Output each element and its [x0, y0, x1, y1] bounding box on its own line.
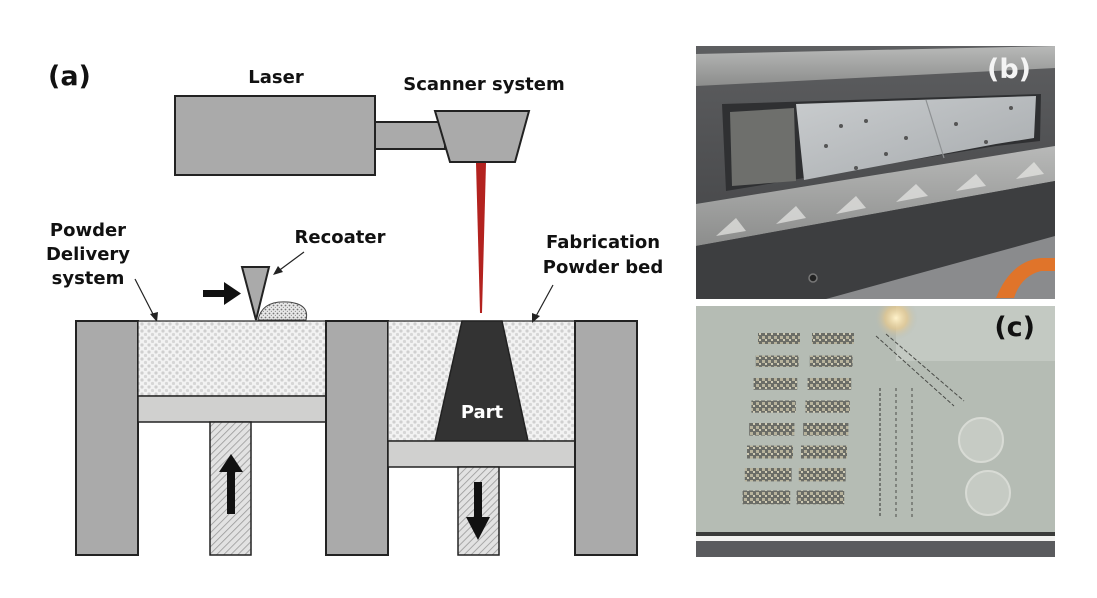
panel-a-label: (a): [48, 61, 91, 92]
powder-delivery-label-2: Delivery: [46, 244, 130, 265]
recoater-pointer-head: [273, 266, 283, 275]
left-outer-wall: [75, 320, 139, 556]
scanner-label: Scanner system: [403, 74, 565, 95]
powder-bed-photo: [696, 306, 1055, 557]
laser-beam: [476, 163, 486, 313]
panel-b-photo: (b): [696, 46, 1055, 299]
specimen: [796, 490, 845, 505]
orange-logo: [996, 258, 1055, 298]
specimen: [751, 400, 796, 413]
powder-delivery-label-1: Powder: [50, 220, 126, 241]
recoater-blade: [240, 266, 271, 321]
specimen: [758, 333, 800, 344]
powder-delivery-pointer-head: [150, 312, 158, 322]
right-outer-wall: [574, 320, 638, 556]
recoater-pointer: [276, 251, 305, 273]
powder-heap: [257, 301, 308, 321]
specimen: [809, 355, 853, 367]
specimen: [747, 445, 793, 459]
specimen: [744, 468, 792, 482]
recoater-label: Recoater: [295, 227, 386, 248]
build-plate: [796, 96, 1036, 180]
recoater-arrow-icon: [203, 282, 241, 305]
specimen-grid: [742, 333, 854, 505]
specimen: [807, 378, 852, 390]
specimen: [798, 468, 846, 482]
powder-delivery-label-3: system: [52, 268, 125, 289]
part-label: Part: [461, 402, 504, 423]
delivery-well: [730, 108, 796, 186]
middle-wall: [325, 320, 389, 556]
panel-c-label: (c): [994, 312, 1035, 343]
specimen: [812, 333, 854, 344]
powder-delivery-pointer: [134, 278, 156, 319]
panel-a-schematic: (a) Laser Scanner system Powder Delivery…: [46, 61, 663, 556]
scanner-head: [433, 110, 531, 163]
delivery-platform: [137, 395, 327, 423]
fabrication-label-2: Powder bed: [543, 257, 663, 278]
build-chamber-photo: [696, 46, 1055, 299]
specimen: [742, 490, 791, 505]
laser-label: Laser: [248, 67, 304, 88]
fabrication-pointer-head: [532, 313, 540, 323]
specimen: [803, 423, 849, 436]
build-platform: [387, 440, 576, 468]
specimen: [755, 355, 799, 367]
laser-body: [174, 95, 376, 176]
panel-c-photo: (c): [696, 306, 1055, 557]
down-arrow-icon: [466, 482, 490, 540]
beam-tube: [374, 121, 446, 150]
fabrication-label-1: Fabrication: [546, 232, 660, 253]
specimen: [753, 378, 798, 390]
fabrication-pointer: [534, 284, 554, 319]
delivery-powder: [137, 320, 327, 397]
up-arrow-icon: [219, 454, 243, 514]
specimen: [805, 400, 850, 413]
panel-b-label: (b): [986, 54, 1031, 85]
specimen: [749, 423, 795, 436]
specimen: [801, 445, 847, 459]
